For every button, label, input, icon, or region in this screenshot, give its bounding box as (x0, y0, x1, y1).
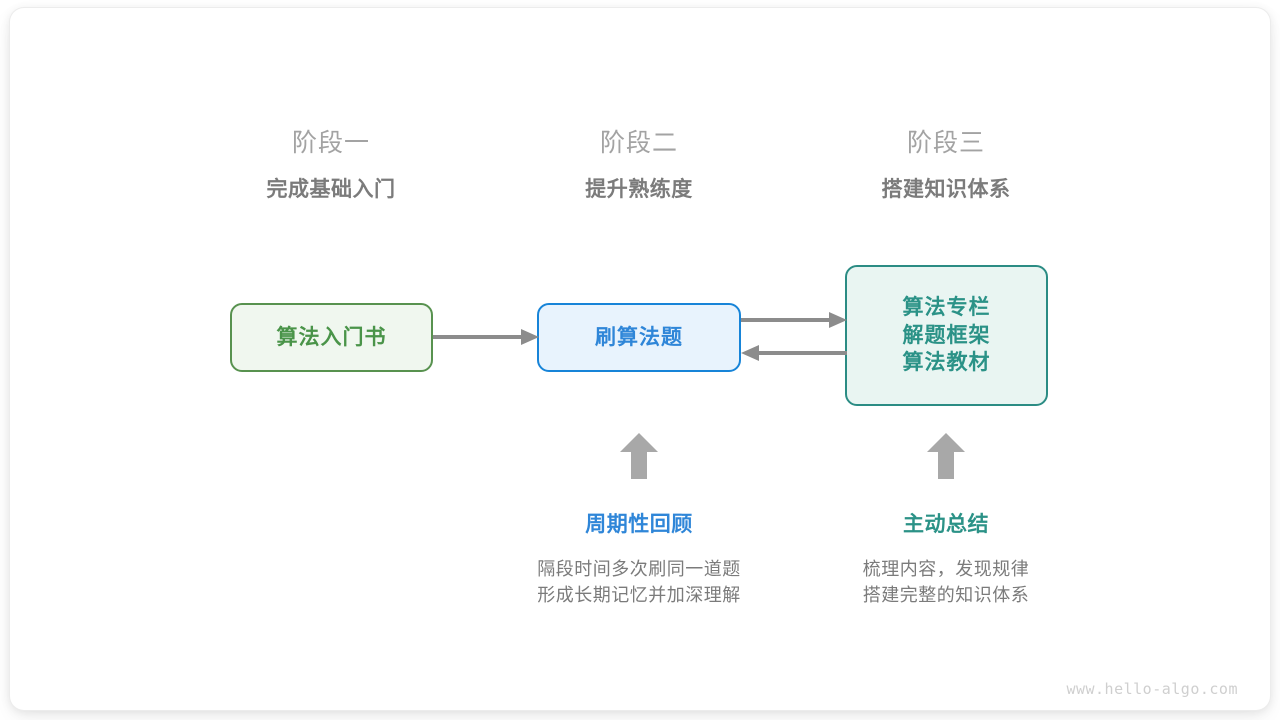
node-intro-book-line-1: 算法入门书 (276, 325, 387, 349)
arrow-book-to-practice (433, 325, 539, 349)
node-knowledge-line-3: 算法教材 (902, 351, 991, 375)
node-knowledge[interactable]: 算法专栏 解题框架 算法教材 (845, 265, 1048, 406)
node-practice-line-1: 刷算法题 (595, 325, 683, 349)
arrow-knowledge-to-practice (741, 341, 847, 365)
annotation-active-summary-title: 主动总结 (903, 513, 989, 536)
stage-column-3: 阶段三 搭建知识体系 (816, 129, 1076, 201)
node-practice[interactable]: 刷算法题 (537, 303, 741, 372)
node-knowledge-line-2: 解题框架 (902, 323, 991, 347)
annotation-periodic-review-desc-line-2: 形成长期记忆并加深理解 (537, 584, 741, 605)
annotation-periodic-review-desc: 隔段时间多次刷同一道题 形成长期记忆并加深理解 (489, 557, 789, 608)
up-arrow-active-summary (927, 433, 965, 479)
stage-column-1: 阶段一 完成基础入门 (201, 129, 461, 201)
stage-label-3: 阶段三 (906, 129, 985, 157)
annotation-active-summary: 主动总结 梳理内容，发现规律 搭建完整的知识体系 (796, 514, 1096, 608)
watermark: www.hello-algo.com (1066, 680, 1238, 698)
stage-label-1: 阶段一 (291, 129, 370, 157)
annotation-periodic-review-desc-line-1: 隔段时间多次刷同一道题 (537, 559, 741, 579)
stage-title-2: 提升熟练度 (585, 178, 693, 201)
annotation-active-summary-desc-line-2: 搭建完整的知识体系 (862, 584, 1030, 605)
annotation-active-summary-desc-line-1: 梳理内容，发现规律 (862, 559, 1030, 579)
up-arrow-periodic-review (620, 433, 658, 479)
stage-title-1: 完成基础入门 (266, 178, 396, 201)
stage-label-2: 阶段二 (599, 129, 678, 157)
annotation-active-summary-desc: 梳理内容，发现规律 搭建完整的知识体系 (796, 557, 1096, 608)
annotation-periodic-review: 周期性回顾 隔段时间多次刷同一道题 形成长期记忆并加深理解 (489, 514, 789, 608)
arrow-practice-to-knowledge (741, 308, 847, 332)
stage-title-3: 搭建知识体系 (881, 178, 1011, 201)
annotation-periodic-review-title: 周期性回顾 (585, 513, 693, 536)
node-intro-book[interactable]: 算法入门书 (230, 303, 433, 372)
node-knowledge-line-1: 算法专栏 (902, 295, 991, 319)
stage-column-2: 阶段二 提升熟练度 (509, 129, 769, 201)
